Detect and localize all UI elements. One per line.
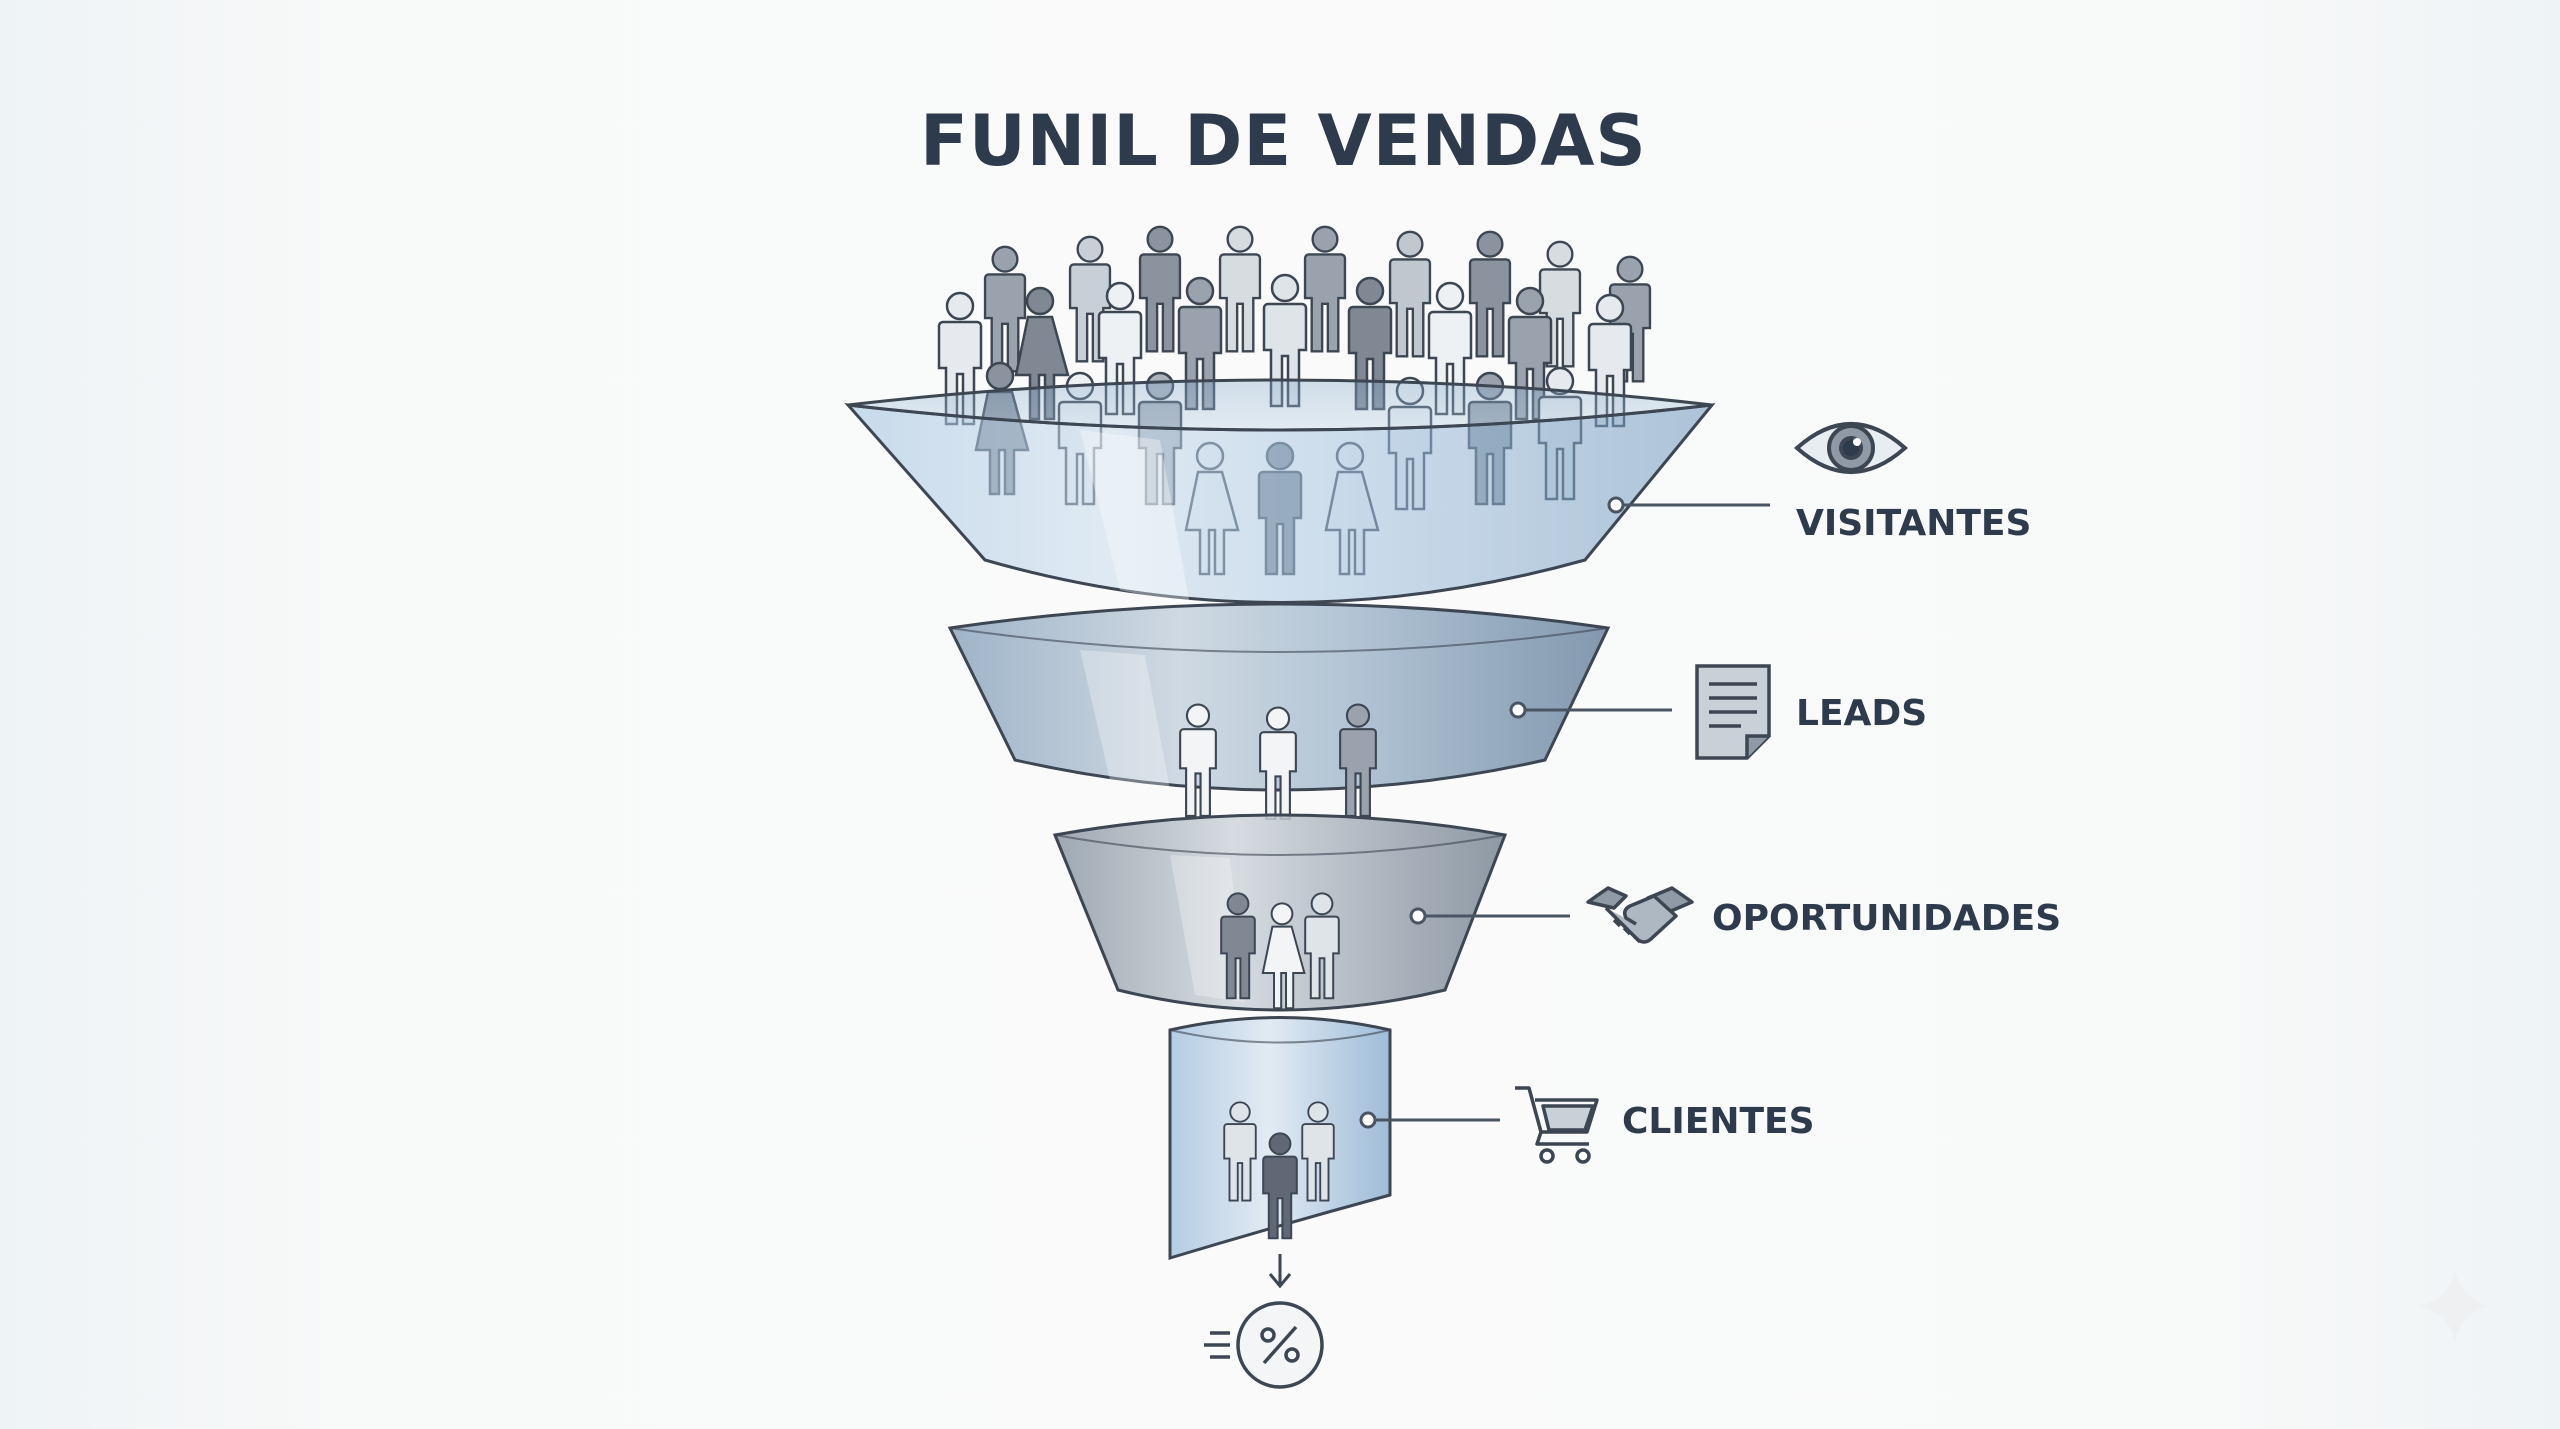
funnel-stage-leads [947, 602, 1611, 820]
connector-dot-leads [1509, 701, 1527, 719]
eye-icon [1793, 422, 1909, 474]
handshake-icon [1586, 886, 1694, 944]
connector-dot-oportunidades [1409, 907, 1427, 925]
document-icon [1695, 664, 1771, 760]
page-title: FUNIL DE VENDAS [920, 100, 1647, 182]
stage-label-clientes: CLIENTES [1622, 1101, 1815, 1142]
stage-label-leads: LEADS [1796, 693, 1927, 734]
funnel-stage-clientes [1168, 1016, 1392, 1261]
shopping-cart-icon [1515, 1086, 1599, 1164]
connector-dot-visitantes [1607, 496, 1625, 514]
funnel-stage-visitantes [844, 225, 1716, 605]
connector-dot-clientes [1359, 1111, 1377, 1129]
stage-label-visitantes: VISITANTES [1796, 503, 2031, 544]
sparkle-icon [2419, 1270, 2491, 1342]
funnel-stage-oportunidades [1052, 813, 1508, 1012]
percent-conversion-icon [1204, 1301, 1324, 1389]
connectors [1359, 496, 1770, 1129]
arrow-down-icon [1268, 1254, 1292, 1289]
stage-label-oportunidades: OPORTUNIDADES [1712, 898, 2061, 939]
